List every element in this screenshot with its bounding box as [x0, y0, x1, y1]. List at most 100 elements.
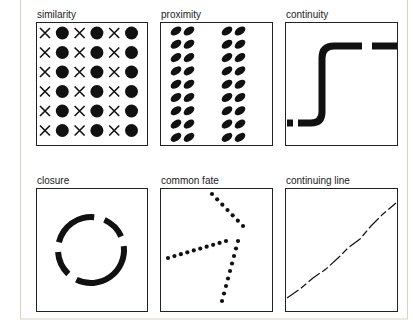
ellipse-dot	[233, 118, 247, 131]
dot	[56, 46, 69, 59]
ellipse-dot	[220, 104, 234, 117]
dot	[226, 276, 230, 280]
dot	[125, 46, 138, 59]
cross-mark	[109, 126, 119, 136]
dot	[224, 284, 228, 288]
ellipse-dot	[182, 91, 196, 104]
dot	[225, 208, 229, 212]
arc-segment	[103, 217, 124, 238]
panel-title: similarity	[36, 9, 148, 21]
panel-frame	[160, 22, 273, 146]
closure-ring	[55, 214, 127, 286]
dot	[125, 85, 138, 98]
dot	[172, 254, 176, 258]
dot	[222, 291, 226, 295]
ellipse-dot	[220, 25, 234, 38]
dot	[232, 254, 236, 258]
dot	[125, 27, 138, 40]
panel-frame	[160, 188, 273, 312]
ellipse-dot	[169, 38, 183, 51]
dot	[56, 105, 69, 118]
ellipse-dot	[169, 78, 183, 91]
dot	[210, 192, 214, 196]
panel-box: common fate	[160, 175, 273, 312]
ellipse-dot	[220, 131, 234, 144]
dot	[192, 248, 196, 252]
thick-line	[287, 120, 293, 127]
dot	[230, 261, 234, 265]
dot	[215, 197, 219, 201]
panel-frame	[36, 22, 148, 146]
ellipse-dot	[182, 104, 196, 117]
dot	[56, 66, 69, 79]
thick-line	[298, 46, 362, 123]
dot	[56, 124, 69, 137]
dot	[220, 203, 224, 207]
panel-frame	[36, 188, 148, 312]
ellipse-dot	[182, 78, 196, 91]
similarity-pattern	[40, 27, 138, 138]
ellipse-dot	[220, 91, 234, 104]
cross-mark	[40, 87, 50, 97]
panel-frame	[285, 22, 398, 146]
cross-mark	[109, 67, 119, 77]
cross-mark	[40, 67, 50, 77]
ellipse-dot	[233, 38, 247, 51]
dot	[234, 246, 238, 250]
ellipse-dot	[233, 65, 247, 78]
arc-segment	[75, 246, 127, 286]
cross-mark	[75, 106, 85, 116]
panel-title: closure	[36, 175, 148, 187]
dot	[125, 66, 138, 79]
arc-segment	[56, 214, 94, 243]
ellipse-dot	[182, 65, 196, 78]
ellipse-dot	[233, 51, 247, 64]
cross-mark	[75, 67, 85, 77]
dot	[198, 246, 202, 250]
dot	[90, 27, 103, 40]
panel-title: continuing line	[285, 175, 398, 187]
cross-mark	[109, 28, 119, 38]
ellipse-dot	[182, 51, 196, 64]
cross-mark	[75, 87, 85, 97]
ellipse-dot	[182, 25, 196, 38]
ellipse-dot	[220, 38, 234, 51]
ellipse-dot	[233, 131, 247, 144]
cross-mark	[109, 48, 119, 58]
dot	[90, 46, 103, 59]
ellipse-dot	[182, 131, 196, 144]
panel-frame	[285, 188, 398, 312]
ellipse-dot	[220, 65, 234, 78]
ellipse-dot	[182, 38, 196, 51]
panel-title: common fate	[160, 175, 273, 187]
dot	[125, 105, 138, 118]
dot	[224, 239, 228, 243]
cross-mark	[40, 48, 50, 58]
ellipse-dot	[169, 91, 183, 104]
ellipse-dot	[182, 118, 196, 131]
dot	[90, 85, 103, 98]
cross-mark	[40, 126, 50, 136]
cross-mark	[75, 28, 85, 38]
cross-mark	[109, 106, 119, 116]
panel-box: continuity	[285, 9, 398, 146]
panel-box: closure	[36, 175, 148, 312]
outer-frame	[21, 0, 408, 319]
dot	[211, 243, 215, 247]
ellipse-dot	[233, 78, 247, 91]
dot	[166, 256, 170, 260]
dot	[90, 66, 103, 79]
panel-box: continuing line	[285, 175, 398, 312]
ellipse-dot	[220, 51, 234, 64]
panel-box: similarity	[36, 9, 148, 146]
continuity-line	[287, 46, 397, 123]
dot	[90, 124, 103, 137]
cross-mark	[75, 126, 85, 136]
ellipse-dot	[169, 104, 183, 117]
ellipse-dot	[169, 131, 183, 144]
cross-mark	[40, 106, 50, 116]
ellipse-dot	[233, 91, 247, 104]
cross-mark	[109, 87, 119, 97]
